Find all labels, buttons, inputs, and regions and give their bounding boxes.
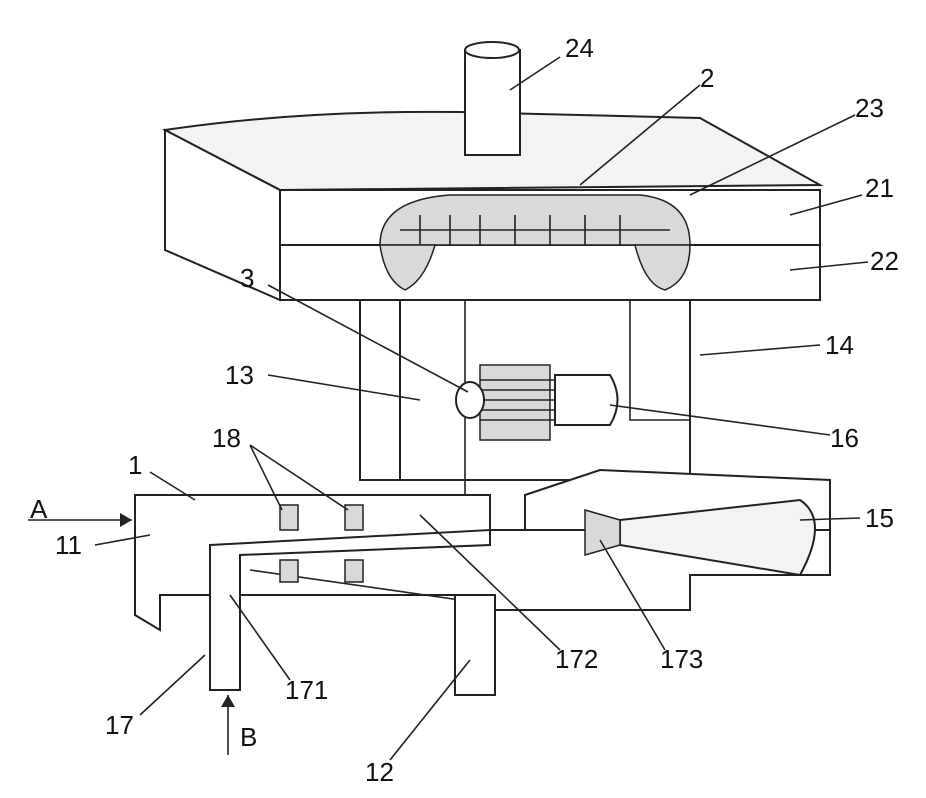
label-17: 17: [105, 710, 134, 740]
label-11: 11: [55, 530, 82, 560]
pin-24: [465, 42, 520, 155]
label-172: 172: [555, 644, 598, 674]
label-2: 2: [700, 63, 714, 93]
label-21: 21: [865, 173, 894, 203]
label-1: 1: [128, 450, 142, 480]
label-22: 22: [870, 246, 899, 276]
label-14: 14: [825, 330, 854, 360]
central-column-13-14: [360, 300, 690, 500]
arrow-b: [221, 695, 235, 755]
label-173: 173: [660, 644, 703, 674]
label-15: 15: [865, 503, 894, 533]
label-24: 24: [565, 33, 594, 63]
label-23: 23: [855, 93, 884, 123]
label-16: 16: [830, 423, 859, 453]
label-18: 18: [212, 423, 241, 453]
label-b: B: [240, 722, 257, 752]
label-171: 171: [285, 675, 328, 705]
label-a: A: [30, 494, 48, 524]
label-12: 12: [365, 757, 394, 787]
label-3: 3: [240, 263, 254, 293]
label-13: 13: [225, 360, 254, 390]
lower-body-1-11: [135, 470, 830, 695]
